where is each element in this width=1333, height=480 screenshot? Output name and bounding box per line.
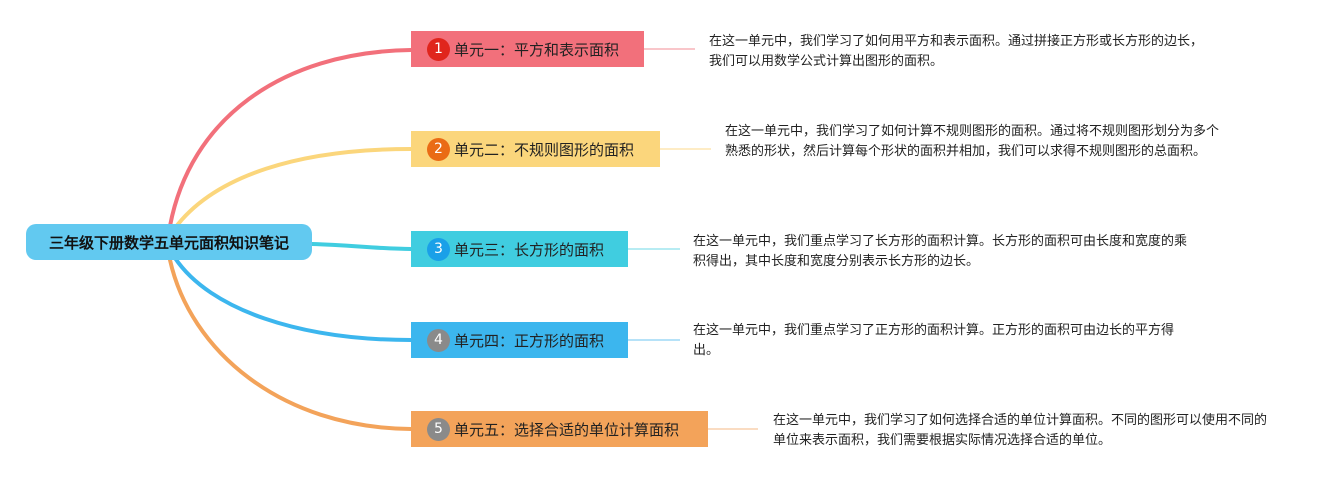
number-badge-icon: 5 <box>427 417 450 441</box>
unit-label: 单元二：不规则图形的面积 <box>454 140 635 159</box>
branch-2 <box>173 147 413 230</box>
branch-4 <box>173 256 413 342</box>
root-title: 三年级下册数学五单元面积知识笔记 <box>48 233 289 252</box>
number-badge-icon: 4 <box>427 328 450 352</box>
unit-label: 单元五：选择合适的单位计算面积 <box>454 420 680 439</box>
branch-1 <box>168 48 413 228</box>
unit-description-2: 在这一单元中，我们学习了如何计算不规则图形的面积。通过将不规则图形划分为多个熟悉… <box>725 124 1220 159</box>
branch-3 <box>310 242 413 251</box>
branch-5 <box>168 258 413 431</box>
number-badge-icon: 1 <box>427 37 450 61</box>
number-badge-icon: 3 <box>427 237 450 261</box>
unit-node-2[interactable]: 2 单元二：不规则图形的面积 <box>411 131 660 167</box>
unit-node-3[interactable]: 3 单元三：长方形的面积 <box>411 231 628 267</box>
unit-label: 单元四：正方形的面积 <box>454 331 605 350</box>
unit-description-1: 在这一单元中，我们学习了如何用平方和表示面积。通过拼接正方形或长方形的边长，我们… <box>709 34 1204 69</box>
unit-description-5: 在这一单元中，我们学习了如何选择合适的单位计算面积。不同的图形可以使用不同的单位… <box>773 413 1268 448</box>
unit-description-4: 在这一单元中，我们重点学习了正方形的面积计算。正方形的面积可由边长的平方得出。 <box>693 323 1175 358</box>
unit-node-5[interactable]: 5 单元五：选择合适的单位计算面积 <box>411 411 708 447</box>
unit-node-1[interactable]: 1 单元一：平方和表示面积 <box>411 31 644 67</box>
unit-label: 单元一：平方和表示面积 <box>454 40 620 59</box>
unit-description-3: 在这一单元中，我们重点学习了长方形的面积计算。长方形的面积可由长度和宽度的乘积得… <box>693 234 1188 269</box>
unit-label: 单元三：长方形的面积 <box>454 240 605 259</box>
root-topic[interactable]: 三年级下册数学五单元面积知识笔记 <box>26 224 312 260</box>
number-badge-icon: 2 <box>427 137 450 161</box>
unit-node-4[interactable]: 4 单元四：正方形的面积 <box>411 322 628 358</box>
